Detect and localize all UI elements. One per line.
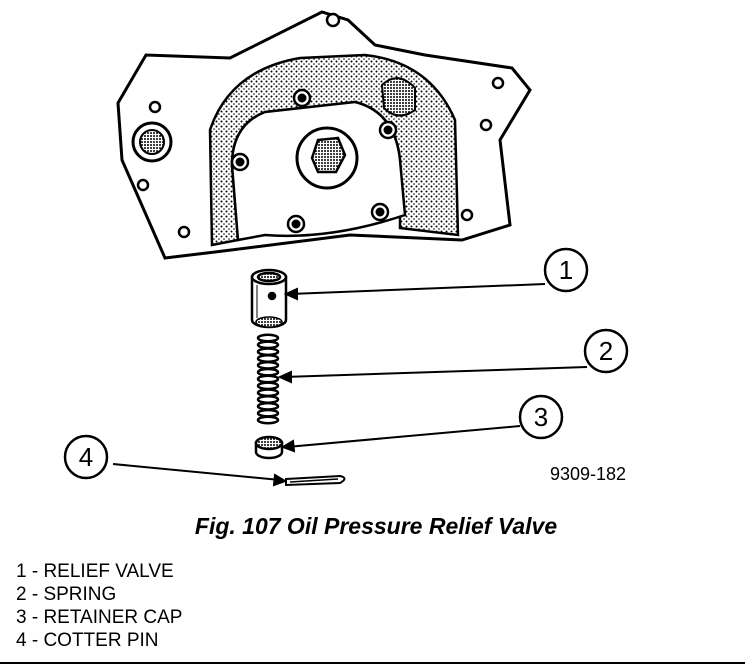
callout-4-number: 4 [79, 442, 93, 472]
spring-coil [256, 360, 280, 370]
spring-coil [256, 374, 280, 384]
spring-coil [256, 367, 280, 377]
spring-coil [256, 388, 280, 398]
callout-2-number: 2 [599, 336, 613, 366]
spring-coil [256, 401, 280, 411]
legend-item: 2 - SPRING [16, 584, 117, 605]
spring-coil [256, 347, 280, 357]
drawing-part-code: 9309-182 [550, 464, 626, 484]
bottom-rule [0, 662, 745, 664]
spring-coil [256, 395, 280, 404]
legend-item: 3 - RETAINER CAP [16, 607, 183, 628]
leader-lines [112, 283, 588, 487]
cotter-pin-part [285, 474, 346, 487]
spring-part [256, 333, 280, 425]
callout-1-number: 1 [559, 255, 573, 285]
spring-coil [256, 354, 280, 363]
legend-item: 1 - RELIEF VALVE [16, 561, 174, 582]
oil-pump-housing [116, 10, 532, 260]
spring-coil [256, 381, 280, 391]
spring-coil [256, 340, 280, 350]
callout-4: 4 [63, 434, 109, 480]
relief-valve-part [250, 268, 288, 329]
figure-caption: Fig. 107 Oil Pressure Relief Valve [194, 513, 558, 539]
callout-3: 3 [518, 394, 564, 440]
callout-3-number: 3 [534, 402, 548, 432]
callout-2: 2 [583, 328, 629, 374]
legend-item: 4 - COTTER PIN [16, 630, 159, 651]
parts-legend: 1 - RELIEF VALVE 2 - SPRING 3 - RETAINER… [16, 560, 182, 652]
exploded-view-drawing: 1 2 3 4 9309-182 [63, 10, 629, 487]
spring-coil [256, 408, 280, 418]
spring-coil [256, 333, 280, 343]
retainer-cap-part [254, 435, 284, 460]
callout-1: 1 [543, 247, 589, 293]
spring-coil [256, 415, 280, 425]
